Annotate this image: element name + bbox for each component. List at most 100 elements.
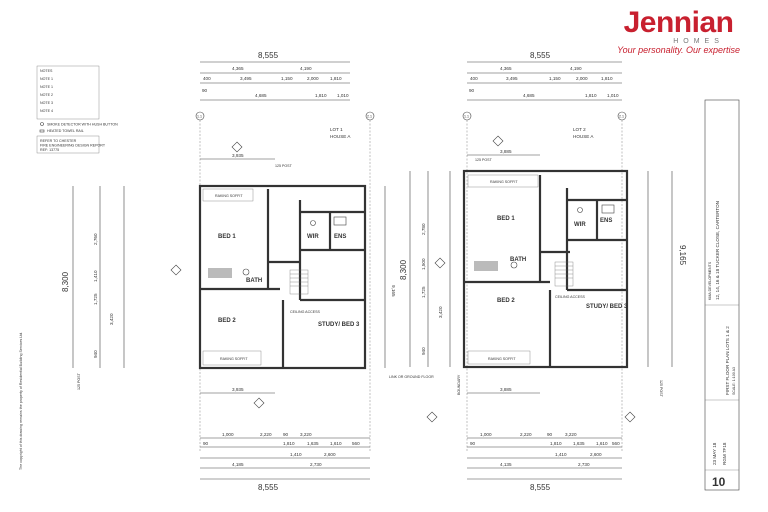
svg-text:4,685: 4,685 [255, 93, 267, 98]
legend-smoke-detector: SMOKE DETECTOR WITH HUSH BUTTON [47, 123, 118, 127]
section-marker-icon [434, 257, 446, 269]
link-label: LINK OR GROUND FLOOR [389, 375, 434, 379]
room-bed-2: BED 2 [218, 318, 236, 324]
svg-text:4,190: 4,190 [570, 66, 582, 71]
svg-text:90: 90 [202, 88, 208, 93]
fire-note: FIRE ENGINEERING DESIGN REPORT [40, 144, 106, 148]
lot-label: LOT 2 [573, 127, 586, 132]
dim-total: 8,555 [258, 51, 279, 60]
svg-text:4,190: 4,190 [300, 66, 312, 71]
svg-text:4,185: 4,185 [232, 462, 244, 467]
dim-total: 8,555 [530, 51, 551, 60]
svg-text:2,600: 2,600 [590, 452, 602, 457]
dim-side: 9,165 [678, 245, 687, 266]
svg-text:2,220: 2,220 [520, 432, 532, 437]
client-name: KMA DEVELOPMENTS [708, 261, 712, 300]
smoke-detector-icon [40, 122, 44, 126]
svg-text:3,495: 3,495 [240, 76, 252, 81]
brand-logo: Jennian HOMES Your personality. Our expe… [617, 8, 740, 56]
svg-text:1,725: 1,725 [421, 286, 426, 298]
svg-text:1,000: 1,000 [480, 432, 492, 437]
bath-tub [474, 261, 498, 271]
svg-text:2.1: 2.1 [367, 115, 372, 119]
svg-text:90: 90 [547, 432, 553, 437]
note-line: NOTE 2 [40, 93, 53, 97]
room-study: STUDY/ BED 3 [586, 304, 628, 310]
dim-total: 8,555 [530, 483, 551, 492]
svg-text:1,610: 1,610 [596, 441, 608, 446]
section-marker-icon [253, 397, 265, 409]
svg-text:4,365: 4,365 [500, 66, 512, 71]
room-wir: WIR [307, 234, 319, 240]
section-marker-icon [492, 135, 504, 147]
drawing-ref: RGM 7F18 [722, 442, 727, 465]
svg-text:2,760: 2,760 [93, 233, 98, 245]
section-marker-icon [624, 411, 636, 423]
drawing-date: 23 MAY 18 [712, 442, 717, 465]
svg-text:400: 400 [470, 76, 478, 81]
house-label: HOUSE A [573, 134, 594, 139]
svg-text:1,810: 1,810 [315, 93, 327, 98]
drawing-scale: SCALE: 1:100 A3 [732, 367, 736, 395]
dim-side: 8,300 [399, 259, 408, 280]
dim-side: 8,300 [61, 271, 70, 292]
note-line: NOTE 3 [40, 101, 53, 105]
svg-text:125 POST: 125 POST [659, 380, 663, 398]
svg-text:3,935: 3,935 [232, 387, 244, 392]
svg-text:1,810: 1,810 [330, 76, 342, 81]
svg-text:1,610: 1,610 [330, 441, 342, 446]
house-label: HOUSE A [330, 134, 351, 139]
svg-text:940: 940 [421, 347, 426, 355]
brand-tagline: Your personality. Our expertise [617, 45, 740, 55]
lot-2-plan: 8,555 4,365 4,190 400 3,495 1,150 2,000 … [399, 51, 687, 492]
svg-text:3,885: 3,885 [500, 149, 512, 154]
svg-text:560: 560 [352, 441, 360, 446]
svg-text:2,600: 2,600 [324, 452, 336, 457]
room-ens: ENS [600, 218, 612, 224]
svg-text:4,685: 4,685 [523, 93, 535, 98]
basin-icon [310, 220, 316, 226]
bath-tub [208, 268, 232, 278]
lot-label: LOT 1 [330, 127, 343, 132]
svg-text:2,000: 2,000 [576, 76, 588, 81]
svg-text:560: 560 [612, 441, 620, 446]
svg-text:90: 90 [469, 88, 475, 93]
svg-text:2,220: 2,220 [260, 432, 272, 437]
title-block: KMA DEVELOPMENTS 12, 14, 16 & 18 TUCKER … [704, 99, 740, 491]
svg-text:1,635: 1,635 [307, 441, 319, 446]
svg-text:1,810: 1,810 [585, 93, 597, 98]
copyright-note: The copyright of this drawing remains th… [19, 332, 23, 470]
note-line: NOTE 1 [40, 85, 53, 89]
svg-text:1,150: 1,150 [281, 76, 293, 81]
fire-note: REFER TO CHESTER [40, 139, 77, 143]
notes-block: NOTES NOTE 1 NOTE 1 NOTE 2 NOTE 3 NOTE 4… [36, 65, 118, 154]
svg-text:3,220: 3,220 [300, 432, 312, 437]
svg-text:2,730: 2,730 [310, 462, 322, 467]
project-address: 12, 14, 16 & 18 TUCKER CLOSE, CARTERTON [715, 201, 720, 300]
svg-text:2,730: 2,730 [578, 462, 590, 467]
svg-text:1,635: 1,635 [573, 441, 585, 446]
svg-text:90: 90 [470, 441, 476, 446]
raking-soffit-label: RAKING SOFFIT [215, 194, 243, 198]
exterior-wall [462, 169, 629, 369]
svg-text:90: 90 [203, 441, 209, 446]
basin-icon [577, 207, 583, 213]
svg-text:125 POST: 125 POST [475, 158, 493, 162]
svg-text:2,000: 2,000 [307, 76, 319, 81]
svg-text:1,410: 1,410 [290, 452, 302, 457]
section-marker-icon [170, 264, 182, 276]
ceiling-access-label: CEILING ACCESS [290, 310, 321, 314]
dim-total: 8,555 [258, 483, 279, 492]
svg-text:4,135: 4,135 [500, 462, 512, 467]
svg-text:125 POST: 125 POST [77, 372, 81, 390]
raking-soffit-label: RAKING SOFFIT [220, 357, 248, 361]
dim-side: 9,165 [391, 285, 396, 297]
room-bed-2: BED 2 [497, 298, 515, 304]
svg-text:1,010: 1,010 [607, 93, 619, 98]
shower-icon [333, 216, 347, 226]
svg-text:3,495: 3,495 [506, 76, 518, 81]
svg-text:4,365: 4,365 [232, 66, 244, 71]
notes-heading: NOTES [40, 69, 53, 73]
svg-text:1,810: 1,810 [283, 441, 295, 446]
